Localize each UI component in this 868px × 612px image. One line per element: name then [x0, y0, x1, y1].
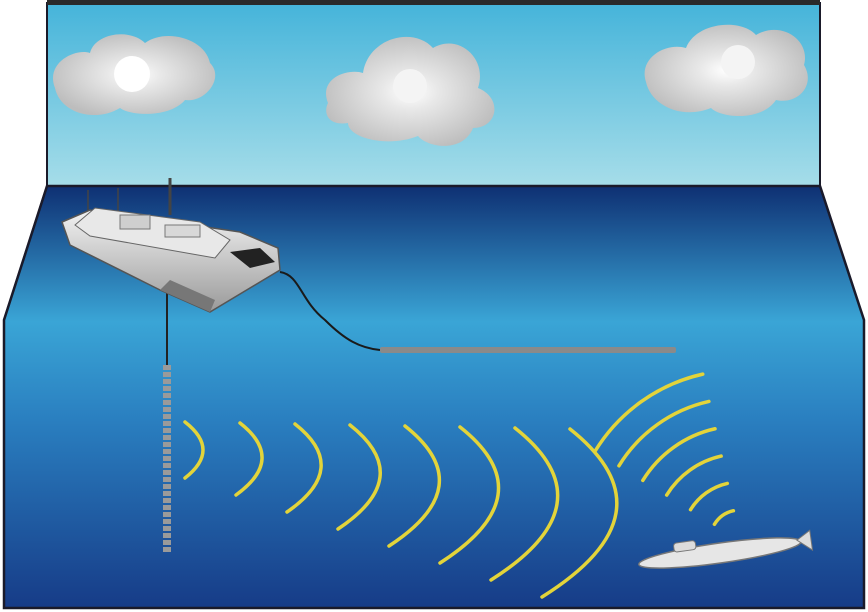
sonar-wave — [234, 421, 264, 497]
ship-icon — [61, 178, 281, 313]
echo-wave — [641, 427, 717, 483]
array-element — [163, 393, 171, 398]
array-element — [163, 519, 171, 524]
array-element — [163, 470, 171, 475]
sea-fold-left — [3, 185, 48, 321]
sonar-wave — [540, 427, 619, 599]
sonar-wave — [387, 424, 442, 548]
array-element — [163, 505, 171, 510]
array-element — [163, 498, 171, 503]
array-element — [163, 456, 171, 461]
sonar-array-icon — [163, 365, 171, 552]
array-element — [163, 547, 171, 552]
array-element — [163, 386, 171, 391]
array-element — [163, 449, 171, 454]
cloud-icon — [644, 24, 808, 117]
array-element — [163, 540, 171, 545]
echo-wave — [712, 508, 736, 527]
array-element — [163, 512, 171, 517]
echo-waves — [593, 372, 736, 527]
array-element — [163, 526, 171, 531]
array-element — [163, 365, 171, 370]
sonar-wave — [183, 420, 205, 480]
array-element — [163, 400, 171, 405]
echo-wave — [593, 372, 705, 453]
sonar-wave — [438, 425, 501, 565]
submarine-icon — [638, 529, 814, 569]
towed-array — [380, 347, 676, 353]
array-element — [163, 435, 171, 440]
echo-wave — [664, 454, 723, 497]
sonar-wave — [285, 422, 323, 514]
array-element — [163, 463, 171, 468]
cloud-icon — [53, 34, 216, 116]
echo-wave — [617, 399, 711, 468]
array-element — [163, 414, 171, 419]
sonar-waves — [183, 420, 619, 599]
echo-wave — [688, 481, 730, 512]
array-element — [163, 428, 171, 433]
sonar-wave — [489, 426, 560, 582]
array-element — [163, 407, 171, 412]
array-element — [163, 372, 171, 377]
sky-top-border — [47, 0, 820, 5]
cloud-icon — [326, 36, 495, 146]
array-element — [163, 379, 171, 384]
tow-cable — [279, 271, 381, 351]
array-element — [163, 533, 171, 538]
array-element — [163, 484, 171, 489]
array-element — [163, 421, 171, 426]
sonar-wave — [336, 423, 382, 531]
array-element — [163, 477, 171, 482]
array-element — [163, 442, 171, 447]
array-element — [163, 491, 171, 496]
